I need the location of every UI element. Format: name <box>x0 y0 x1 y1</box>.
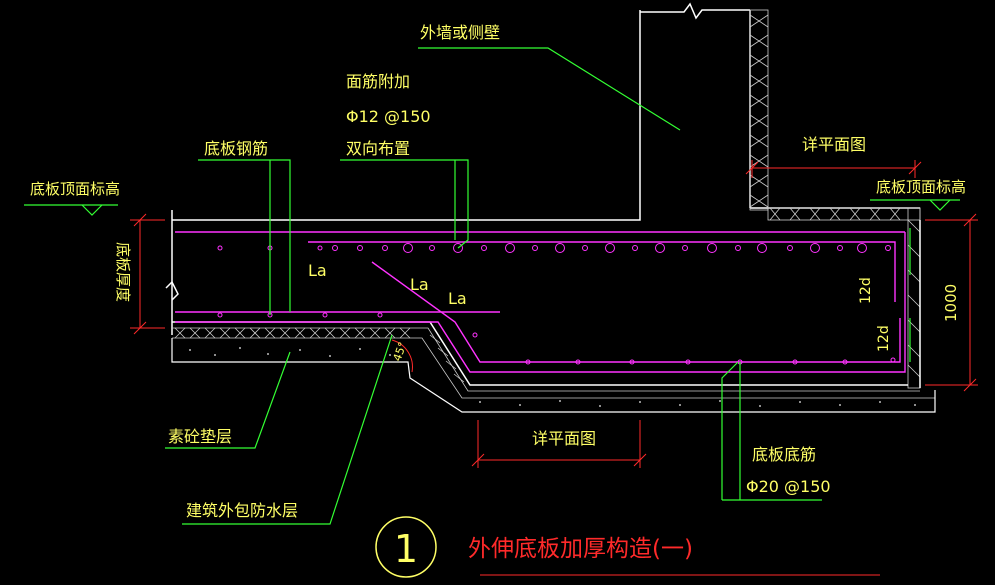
bottom-bar-spec-label: Φ20 @150 <box>746 477 831 496</box>
outer-wall-label: 外墙或侧壁 <box>420 23 500 42</box>
detail-number: 1 <box>394 527 418 571</box>
bidirectional-label: 双向布置 <box>346 139 410 158</box>
la-label-3: La <box>448 289 467 308</box>
d12-upper-label: 12d <box>858 277 874 304</box>
dimension-lines <box>130 160 978 576</box>
la-label-2: La <box>410 275 429 294</box>
slab-rebar-label: 底板钢筋 <box>204 139 268 158</box>
angle-45-label: 45° <box>391 340 410 363</box>
dimension-1000-label: 1000 <box>942 284 960 322</box>
rebar-dots <box>217 243 896 365</box>
outer-wall <box>172 2 920 221</box>
rebar-lines <box>175 231 906 373</box>
detail-title: 外伸底板加厚构造(一) <box>468 536 693 562</box>
slab-top-elevation-right: 底板顶面标高 <box>876 178 966 196</box>
concrete-dots <box>189 347 916 407</box>
waterproof-layer <box>172 327 935 399</box>
wall-hatch <box>749 9 921 389</box>
leader-lines <box>24 47 960 525</box>
slab-top-elevation-left: 底板顶面标高 <box>30 180 120 198</box>
top-bar-add-label: 面筋附加 <box>346 72 410 91</box>
detail-number-circle <box>375 516 437 578</box>
concrete-cushion <box>171 338 936 413</box>
la-label-1: La <box>308 261 327 280</box>
plain-concrete-label: 素砼垫层 <box>168 427 232 446</box>
bottom-bar-label: 底板底筋 <box>752 445 816 464</box>
waterproof-label: 建筑外包防水层 <box>186 501 298 520</box>
d12-lower-label: 12d <box>876 325 892 352</box>
slab-thickness-label: 底板厚度 <box>114 242 132 302</box>
see-plan-bottom-label: 详平面图 <box>532 429 596 448</box>
top-bar-spec-label: Φ12 @150 <box>346 107 431 126</box>
see-plan-top-label: 详平面图 <box>802 135 866 154</box>
